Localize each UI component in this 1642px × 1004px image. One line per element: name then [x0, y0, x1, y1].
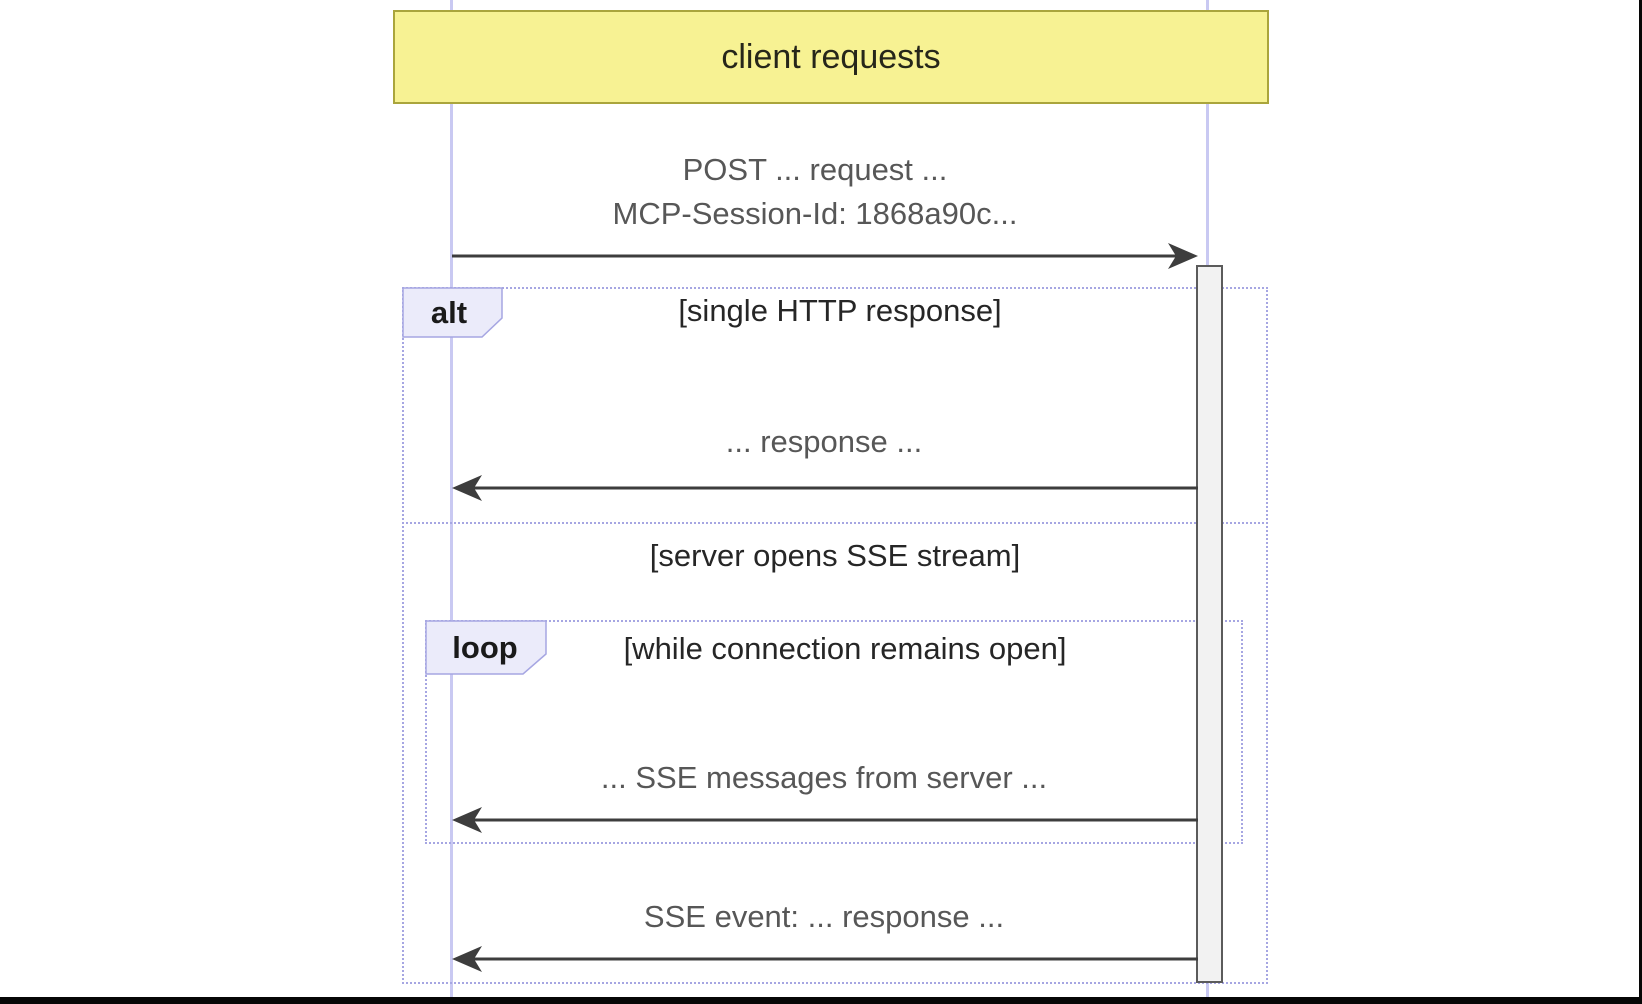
alt-label-pentagon — [402, 287, 503, 338]
client-lifeline — [450, 0, 453, 997]
arrow-sse-messages — [452, 805, 1198, 835]
screenshot-bottom-edge — [0, 997, 1642, 1004]
message-post-line1: POST ... request ... — [682, 152, 948, 187]
alt-frame — [402, 287, 1268, 984]
arrow-sse-event — [452, 944, 1198, 974]
activation-bar — [1196, 265, 1223, 983]
alt-section1-label: [single HTTP response] — [678, 293, 1002, 328]
loop-title: [while connection remains open] — [623, 631, 1067, 666]
arrow-response — [452, 473, 1198, 503]
message-sse-event: SSE event: ... response ... — [643, 899, 1005, 934]
alt-label: alt — [430, 295, 468, 330]
screenshot-right-edge — [1639, 0, 1642, 1004]
arrow-post-request — [452, 241, 1198, 271]
note-client-requests: client requests — [393, 10, 1269, 104]
loop-label: loop — [452, 630, 518, 665]
message-response: ... response ... — [725, 424, 923, 459]
loop-frame — [425, 620, 1243, 844]
message-post-line2: MCP-Session-Id: 1868a90c... — [612, 196, 1018, 231]
loop-label-pentagon — [425, 620, 547, 675]
alt-frame-divider — [402, 522, 1268, 524]
alt-section2-label: [server opens SSE stream] — [649, 538, 1021, 573]
note-label: client requests — [721, 37, 941, 76]
message-sse-messages: ... SSE messages from server ... — [600, 760, 1048, 795]
